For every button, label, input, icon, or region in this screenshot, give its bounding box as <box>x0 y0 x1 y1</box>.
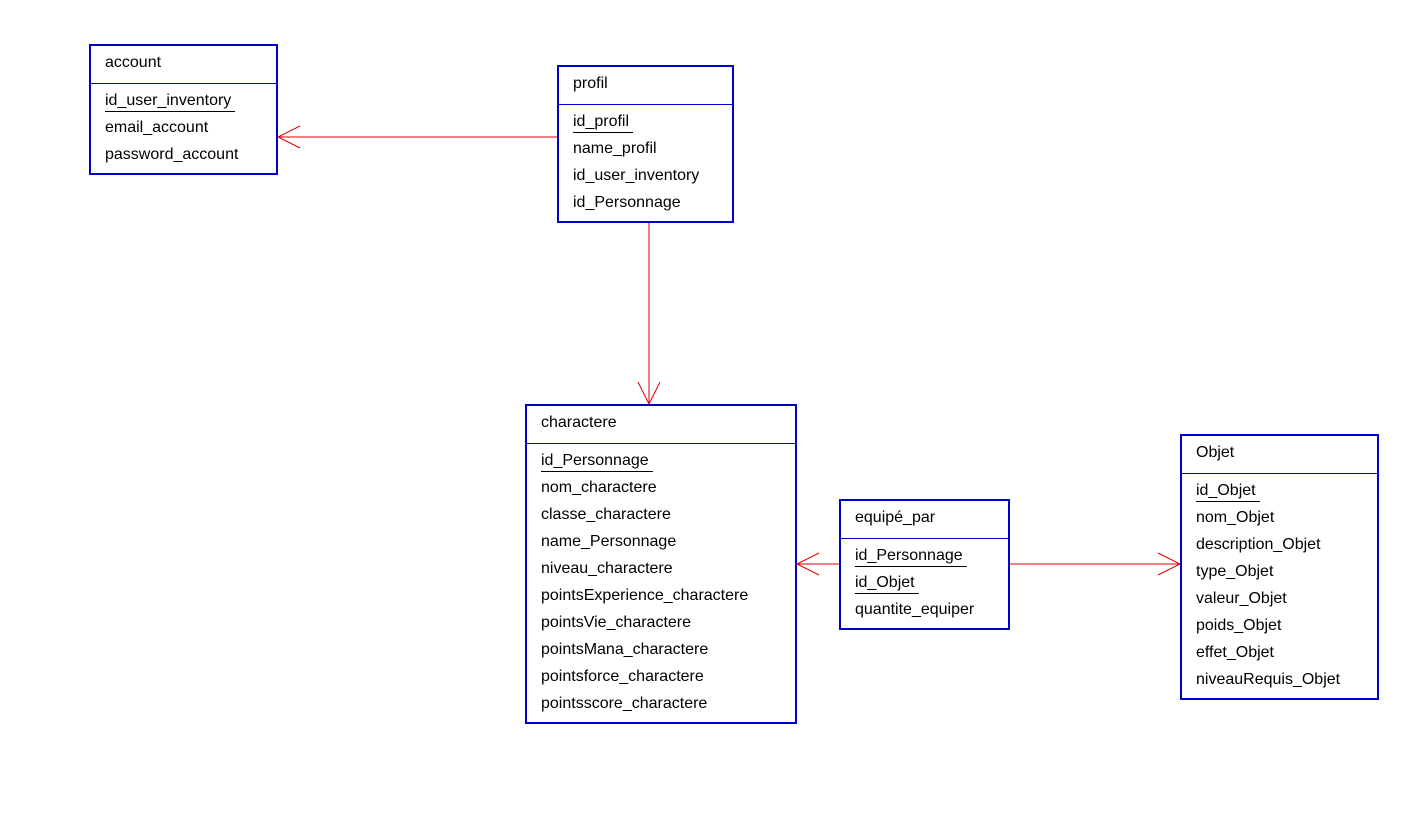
primary-key-attribute: id_Personnage <box>841 543 1008 570</box>
attribute-label: id_Objet <box>1196 481 1260 502</box>
attribute-label: classe_charactere <box>541 506 671 523</box>
entity-objet-attributes: id_Objet nom_Objet description_Objet type_O… <box>1182 474 1377 694</box>
attribute-label: pointsExperience_charactere <box>541 587 749 604</box>
attribute-label: nom_charactere <box>541 479 657 496</box>
entity-equipe-par-title: equipé_par <box>841 501 1008 539</box>
attribute: pointsMana_charactere <box>527 637 795 664</box>
entity-equipe-par[interactable]: equipé_par id_Personnage id_Objet quantite… <box>839 499 1010 630</box>
attribute: effet_Objet <box>1182 640 1377 667</box>
primary-key-attribute: id_Objet <box>841 570 1008 597</box>
attribute-label: name_profil <box>573 140 657 157</box>
arrowhead-account <box>276 125 301 149</box>
attribute-label: quantite_equiper <box>855 601 975 618</box>
attribute-label: description_Objet <box>1196 536 1321 553</box>
attribute: name_Personnage <box>527 529 795 556</box>
attribute-label: type_Objet <box>1196 563 1274 580</box>
attribute: password_account <box>91 142 276 169</box>
attribute: id_user_inventory <box>559 163 732 190</box>
attribute-label: pointsMana_charactere <box>541 641 709 658</box>
attribute: pointsExperience_charactere <box>527 583 795 610</box>
attribute-label: niveau_charactere <box>541 560 673 577</box>
attribute-label: pointsscore_charactere <box>541 695 708 712</box>
attribute-label: nom_Objet <box>1196 509 1275 526</box>
attribute: classe_charactere <box>527 502 795 529</box>
attribute: pointsforce_charactere <box>527 664 795 691</box>
attribute-label: password_account <box>105 146 239 163</box>
entity-profil[interactable]: profil id_profil name_profil id_user_inven… <box>557 65 734 223</box>
entity-account-title: account <box>91 46 276 84</box>
attribute: email_account <box>91 115 276 142</box>
attribute-label: niveauRequis_Objet <box>1196 671 1341 688</box>
attribute-label: id_profil <box>573 112 634 133</box>
attribute: niveauRequis_Objet <box>1182 667 1377 694</box>
attribute-label: valeur_Objet <box>1196 590 1287 607</box>
attribute-label: id_Personnage <box>541 451 653 472</box>
attribute-label: id_Objet <box>855 573 919 594</box>
primary-key-attribute: id_Objet <box>1182 478 1377 505</box>
attribute-label: id_user_inventory <box>573 167 700 184</box>
attribute: poids_Objet <box>1182 613 1377 640</box>
attribute: pointsscore_charactere <box>527 691 795 718</box>
attribute-label: name_Personnage <box>541 533 677 550</box>
entity-objet[interactable]: Objet id_Objet nom_Objet description_Objet… <box>1180 434 1379 700</box>
attribute: id_Personnage <box>559 190 732 217</box>
attribute: nom_Objet <box>1182 505 1377 532</box>
attribute-label: id_user_inventory <box>105 91 236 112</box>
attribute-label: email_account <box>105 119 209 136</box>
attribute-label: pointsforce_charactere <box>541 668 704 685</box>
entity-charactere-title: charactere <box>527 406 795 444</box>
attribute-label: poids_Objet <box>1196 617 1282 634</box>
attribute-label: id_Personnage <box>855 546 967 567</box>
entity-equipe-par-attributes: id_Personnage id_Objet quantite_equiper <box>841 539 1008 624</box>
entity-objet-title: Objet <box>1182 436 1377 474</box>
attribute: nom_charactere <box>527 475 795 502</box>
attribute-label: id_Personnage <box>573 194 681 211</box>
entity-charactere-attributes: id_Personnage nom_charactere classe_charac… <box>527 444 795 718</box>
primary-key-attribute: id_user_inventory <box>91 88 276 115</box>
attribute: description_Objet <box>1182 532 1377 559</box>
attribute: name_profil <box>559 136 732 163</box>
attribute: niveau_charactere <box>527 556 795 583</box>
attribute-label: pointsVie_charactere <box>541 614 692 631</box>
attribute: quantite_equiper <box>841 597 1008 624</box>
attribute: valeur_Objet <box>1182 586 1377 613</box>
entity-profil-attributes: id_profil name_profil id_user_inventory id_… <box>559 105 732 217</box>
attribute: pointsVie_charactere <box>527 610 795 637</box>
arrowhead-charactere-right <box>795 552 820 576</box>
attribute: type_Objet <box>1182 559 1377 586</box>
entity-account-attributes: id_user_inventory email_account password_a… <box>91 84 276 169</box>
entity-profil-title: profil <box>559 67 732 105</box>
primary-key-attribute: id_Personnage <box>527 448 795 475</box>
primary-key-attribute: id_profil <box>559 109 732 136</box>
attribute-label: effet_Objet <box>1196 644 1274 661</box>
